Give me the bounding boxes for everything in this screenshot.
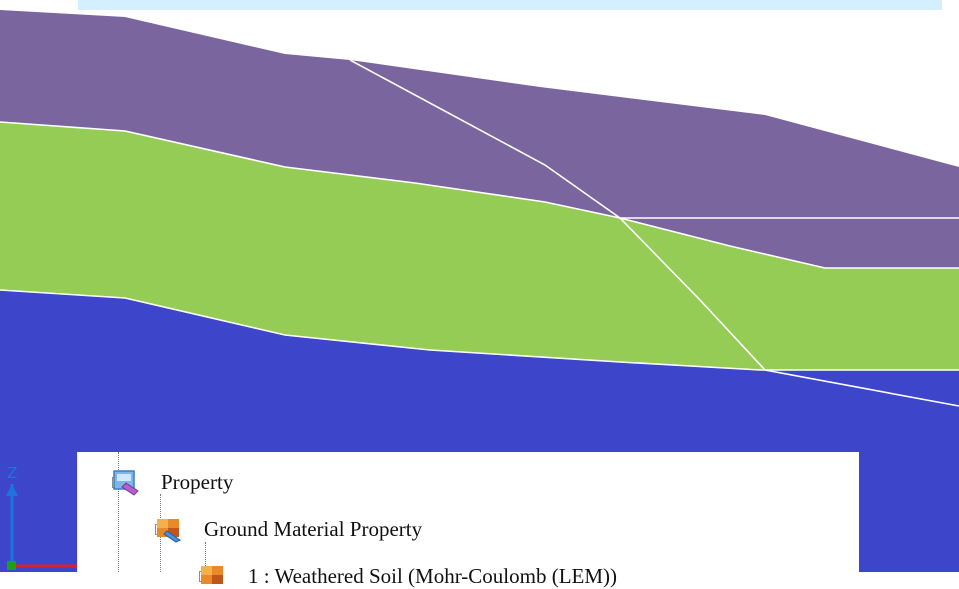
y-axis-marker (7, 561, 16, 570)
property-icon (113, 469, 157, 496)
tree-guide-line (118, 452, 119, 572)
axis-triad: Z (0, 460, 80, 572)
z-axis-label: Z (7, 464, 17, 482)
tree-node-label: Property (161, 469, 234, 494)
layer-middle (0, 122, 959, 370)
layer-top (0, 10, 959, 268)
tree-node-label: 1 : Weathered Soil (Mohr-Coulomb (LEM)) (248, 563, 618, 588)
material-item-icon (201, 563, 244, 589)
works-tree-panel[interactable]: − Property − Ground Mater (77, 452, 859, 588)
mesh-lines (0, 59, 959, 407)
z-axis-head (6, 484, 18, 496)
tree-node-label: Ground Material Property (204, 516, 423, 541)
tree-node-ground-material-property[interactable]: − Ground Material Property (155, 516, 423, 543)
tree-node-material-item[interactable]: − 1 : Weathered Soil (Mohr-Coulomb (LEM)… (199, 563, 617, 589)
tree-node-property[interactable]: − Property (112, 469, 234, 496)
top-banner (78, 0, 942, 10)
tree-guide-line (205, 542, 206, 572)
ground-material-icon (157, 516, 200, 543)
